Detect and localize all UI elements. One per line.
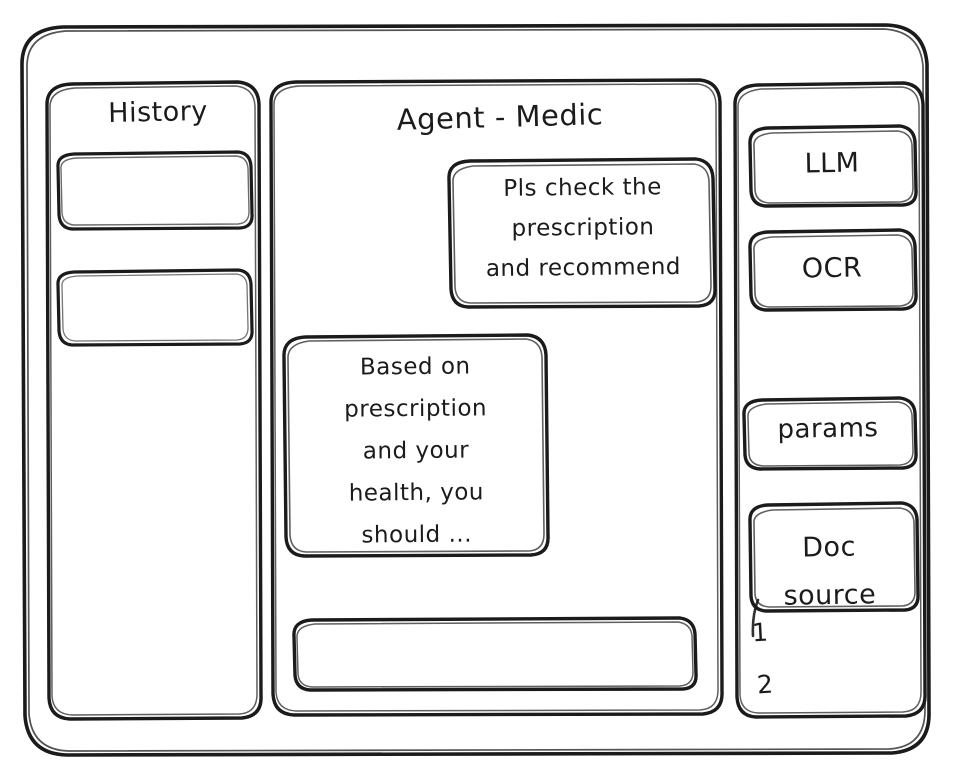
doc-source-label: Doc source xyxy=(783,531,877,612)
assistant-message-bubble: Based on prescription and your health, y… xyxy=(344,353,488,549)
agent-page-title: Agent - Medic xyxy=(396,97,604,137)
doc-source-item-1-label: 1 xyxy=(751,617,770,648)
tool-button-params-label: params xyxy=(777,413,879,445)
history-panel-title: History xyxy=(107,95,209,130)
message-input[interactable] xyxy=(293,618,697,690)
tool-button-ocr-label: OCR xyxy=(801,252,863,285)
doc-source-item-1[interactable] xyxy=(746,612,914,656)
user-message-bubble: Pls check the prescription and recommend xyxy=(485,174,682,283)
history-item-1[interactable] xyxy=(57,152,253,230)
tool-button-llm-label: LLM xyxy=(804,147,860,180)
doc-source-item-2-label: 2 xyxy=(756,669,775,700)
history-item-2[interactable] xyxy=(57,270,253,346)
